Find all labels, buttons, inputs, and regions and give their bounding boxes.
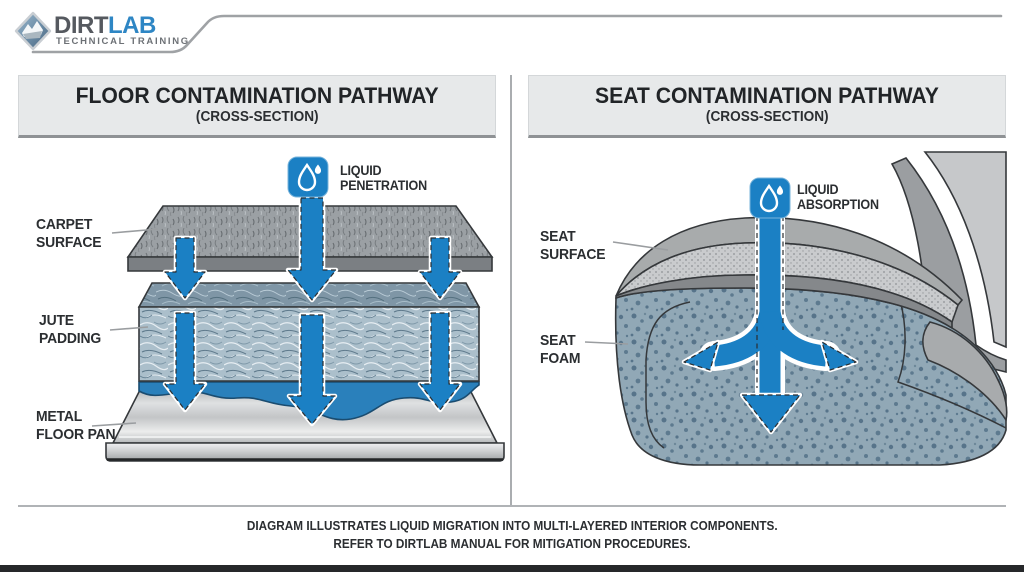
foam-contour-left <box>645 301 691 449</box>
penetration-arrows-lower <box>162 310 463 427</box>
header-swoosh-line <box>31 14 1003 54</box>
floor-panel-subtitle: (CROSS-SECTION) <box>195 109 319 125</box>
metal-floor-pan-label: METAL FLOOR PAN <box>36 408 116 443</box>
seat-panel-title: SEAT CONTAMINATION PATHWAY <box>595 83 939 108</box>
liquid-penetration-label: LIQUID PENETRATION <box>340 163 428 193</box>
liquid-absorption-label: LIQUID ABSORPTION <box>797 182 879 212</box>
seat-bolster-wedge <box>922 321 1008 423</box>
jute-leader-line <box>109 326 149 331</box>
brand-name-dirt: DIRT <box>54 12 109 39</box>
seat-surface-leader-line <box>612 241 669 251</box>
seat-backrest <box>890 151 1007 374</box>
liquid-drop-icon <box>286 155 330 199</box>
seat-surface-layer <box>615 216 964 330</box>
brand-tagline: TECHNICAL TRAINING <box>56 36 190 47</box>
penetration-arrows-upper <box>162 195 463 303</box>
seat-panel-subtitle: (CROSS-SECTION) <box>705 109 829 125</box>
footer-note: DIAGRAM ILLUSTRATES LIQUID MIGRATION INT… <box>0 517 1024 553</box>
floor-panel-title: FLOOR CONTAMINATION PATHWAY <box>75 83 439 108</box>
bottom-video-bar <box>0 565 1024 572</box>
seat-diagram <box>584 151 1008 466</box>
jute-padding-label: JUTE PADDING <box>39 312 102 347</box>
dirtlab-logo-icon <box>14 11 52 51</box>
foam-contour-right <box>897 299 1007 429</box>
seat-foam-label: SEAT FOAM <box>540 332 581 367</box>
brand-name-lab: LAB <box>108 12 156 39</box>
carpet-surface-label: CARPET SURFACE <box>36 216 102 251</box>
seat-surface-label: SEAT SURFACE <box>540 228 606 263</box>
footer-line-1: DIAGRAM ILLUSTRATES LIQUID MIGRATION INT… <box>246 519 778 533</box>
seat-panel-title-box: SEAT CONTAMINATION PATHWAY (CROSS-SECTIO… <box>528 75 1006 138</box>
carpet-leader-line <box>111 228 159 234</box>
seat-foam-leader-line <box>584 341 629 345</box>
liquid-drop-icon <box>748 176 792 220</box>
absorption-arrows <box>681 201 859 435</box>
floor-diagram <box>91 155 505 462</box>
brand-logo: DIRTLAB <box>54 12 156 40</box>
metal-leader-line <box>91 422 137 427</box>
footer-line-2: REFER TO DIRTLAB MANUAL FOR MITIGATION P… <box>333 537 691 551</box>
floor-panel-title-box: FLOOR CONTAMINATION PATHWAY (CROSS-SECTI… <box>18 75 496 138</box>
